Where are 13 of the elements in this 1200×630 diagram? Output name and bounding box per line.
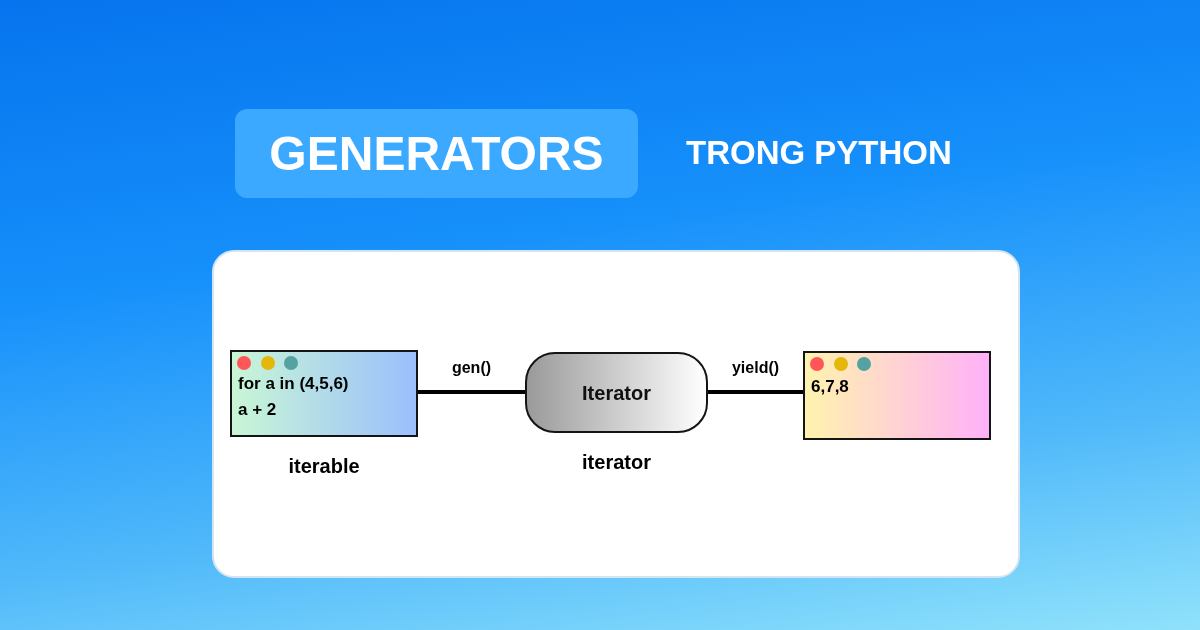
- title: GENERATORS: [269, 129, 604, 178]
- connector-line: [418, 390, 525, 394]
- subtitle: TRONG PYTHON: [686, 136, 952, 169]
- node-caption: iterable: [287, 454, 361, 478]
- node-label: Iterator: [582, 382, 651, 403]
- code-window: [803, 351, 991, 440]
- code-line: a + 2: [238, 399, 277, 421]
- code-line: 6,7,8: [811, 376, 849, 398]
- code-line: for a in (4,5,6): [238, 373, 349, 395]
- iterator-pill: [525, 352, 708, 433]
- node-caption: iterator: [581, 450, 652, 474]
- code-window: [230, 350, 418, 437]
- connector-line: [708, 390, 803, 394]
